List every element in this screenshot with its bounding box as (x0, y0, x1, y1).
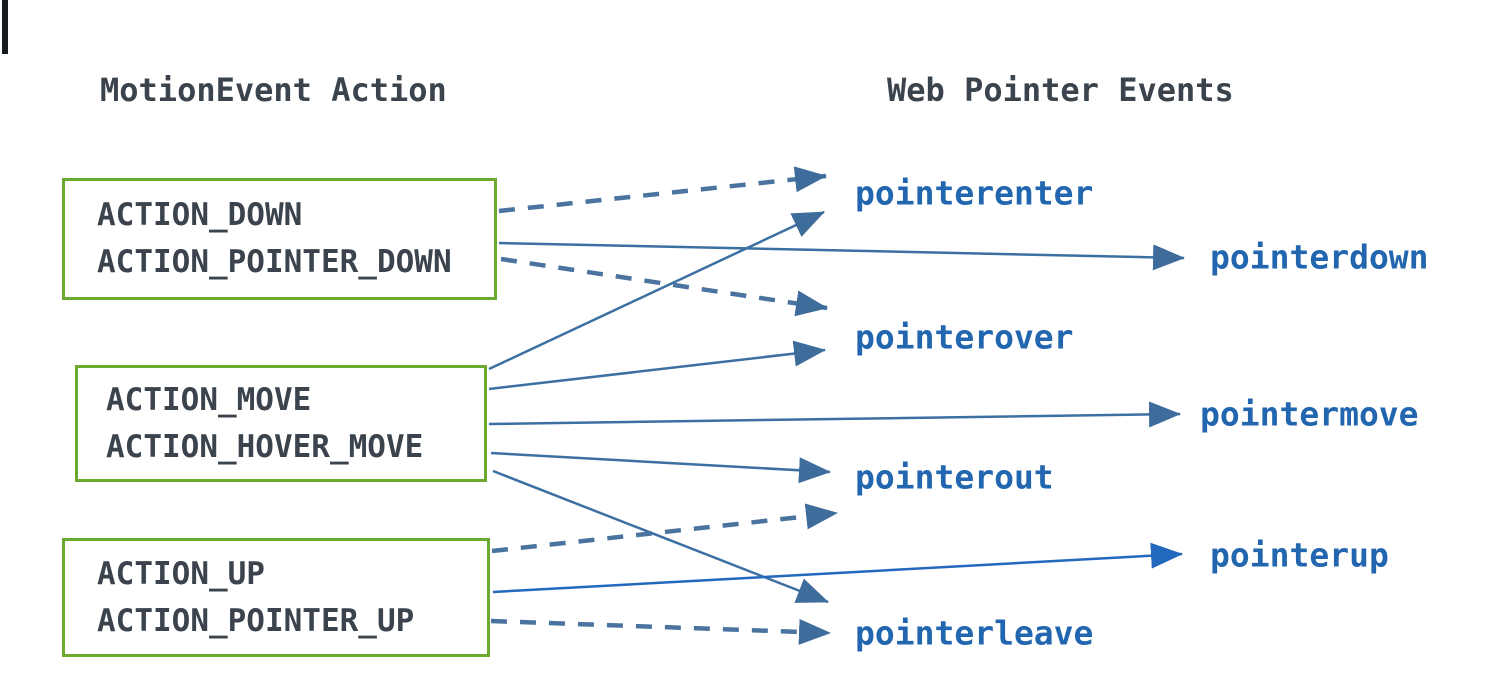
column-title-motionevent-action: MotionEvent Action (100, 71, 447, 109)
edge-action-up-to-pointerleave (490, 618, 831, 645)
action-label-action-pointer-up: ACTION_POINTER_UP (97, 602, 415, 639)
edge-action-move-to-pointerout (490, 451, 831, 484)
action-label-action-up: ACTION_UP (97, 555, 265, 592)
event-pointerenter: pointerenter (855, 173, 1094, 213)
edge-action-up-to-pointerup (492, 542, 1183, 594)
edge-action-move-to-pointerover (488, 340, 826, 391)
column-title-web-pointer-events: Web Pointer Events (887, 71, 1234, 109)
action-box-up: ACTION_UP ACTION_POINTER_UP (62, 538, 490, 657)
screen-edge-artifact (2, 0, 8, 54)
event-pointerleave: pointerleave (855, 613, 1094, 653)
event-pointerup: pointerup (1210, 535, 1389, 575)
action-label-action-pointer-down: ACTION_POINTER_DOWN (97, 244, 452, 280)
action-label-action-move: ACTION_MOVE (106, 381, 312, 418)
action-box-down: ACTION_DOWN ACTION_POINTER_DOWN (62, 178, 497, 300)
event-pointerover: pointerover (855, 317, 1074, 357)
edge-action-down-to-pointerenter (498, 166, 827, 214)
edge-action-up-to-pointerout (491, 503, 838, 554)
event-pointerdown: pointerdown (1210, 237, 1429, 277)
edge-action-move-to-pointerenter (488, 210, 825, 371)
action-box-move: ACTION_MOVE ACTION_HOVER_MOVE (75, 365, 487, 482)
action-label-action-down: ACTION_DOWN (97, 197, 303, 233)
edge-action-move-to-pointerleave (492, 469, 829, 604)
edge-action-down-to-pointerdown (498, 241, 1185, 271)
edge-action-move-to-pointermove (488, 401, 1181, 428)
edge-action-down-to-pointerover (500, 256, 828, 317)
event-pointermove: pointermove (1200, 394, 1419, 434)
action-label-action-hover-move: ACTION_HOVER_MOVE (106, 428, 424, 465)
event-pointerout: pointerout (855, 457, 1054, 497)
